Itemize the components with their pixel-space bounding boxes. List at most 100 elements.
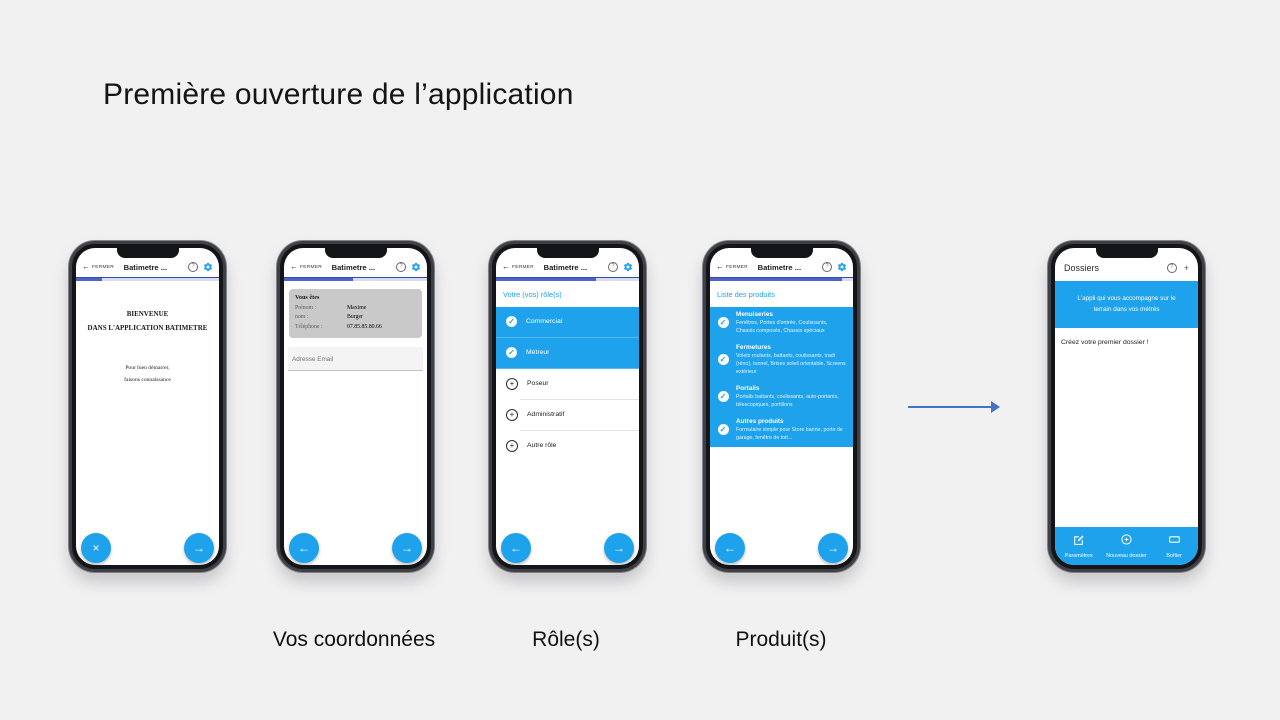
flow-arrow <box>908 401 1000 413</box>
product-item-fermetures[interactable]: ✓ Fermetures Volets roulants, battants, … <box>710 340 853 381</box>
app-title: Batimetre ... <box>757 262 802 272</box>
plus-circle-icon <box>1120 533 1133 551</box>
products-section-title: Liste des produits <box>717 289 775 299</box>
phone-dossiers: Dossiers ? + L'appli qui vous accompagne… <box>1048 241 1205 572</box>
plus-circle-icon: + <box>506 377 518 390</box>
back-arrow-icon: ← <box>290 262 298 271</box>
header-icons: ? <box>396 262 421 272</box>
help-icon[interactable]: ? <box>608 262 618 272</box>
check-circle-icon: ✓ <box>717 354 729 366</box>
progress-fill <box>284 278 353 281</box>
app-title: Batimetre ... <box>123 262 168 272</box>
role-item-administratif[interactable]: + Administratif <box>496 400 639 430</box>
phone-welcome: ← FERMER Batimetre ... ? BIENVENUE DANS … <box>69 241 226 572</box>
add-icon[interactable]: + <box>1183 262 1189 273</box>
product-item-autres[interactable]: ✓ Autres produits Formulaire simple pour… <box>710 414 853 447</box>
dossiers-header: Dossiers ? + <box>1055 248 1198 281</box>
help-icon[interactable]: ? <box>396 262 406 272</box>
role-label: Poseur <box>527 380 549 387</box>
next-button[interactable]: → <box>184 533 214 563</box>
identity-row-lastname: nom : Burger <box>295 314 416 320</box>
roles-section-title: Votre (vos) rôle(s) <box>503 289 562 299</box>
welcome-banner: L'appli qui vous accompagne sur le terra… <box>1055 281 1198 329</box>
box-icon <box>1168 533 1181 551</box>
back-button[interactable]: ← FERMER <box>716 263 748 271</box>
product-text: Fermetures Volets roulants, battants, co… <box>736 343 853 377</box>
gear-icon[interactable] <box>837 262 847 272</box>
divider <box>520 429 639 431</box>
welcome-title-line1: BIENVENUE <box>126 309 169 318</box>
identity-card-title: Vous êtes <box>295 293 320 301</box>
progress-fill <box>710 278 842 281</box>
role-item-metreur[interactable]: ✓ Métreur <box>496 337 639 369</box>
role-label: Métreur <box>526 349 550 356</box>
back-button[interactable]: ← FERMER <box>82 263 114 271</box>
header-icons: ? <box>188 262 213 272</box>
slide-title: Première ouverture de l’application <box>103 78 574 111</box>
header-icons: ? + <box>1166 262 1189 273</box>
back-arrow-icon: ← <box>82 262 90 271</box>
help-icon[interactable]: ? <box>1166 263 1177 273</box>
role-item-autre[interactable]: + Autre rôle <box>496 431 639 461</box>
tab-parametres[interactable]: Paramètres <box>1055 533 1103 559</box>
gear-icon[interactable] <box>203 262 213 272</box>
phone-notch <box>1095 248 1158 258</box>
caption-roles: Rôle(s) <box>532 628 600 651</box>
role-label: Autre rôle <box>527 442 557 449</box>
help-icon[interactable]: ? <box>822 262 832 272</box>
phone-notch <box>116 248 179 258</box>
caption-products: Produit(s) <box>735 628 827 651</box>
back-label: FERMER <box>92 264 115 270</box>
phone-dossiers-screen: Dossiers ? + L'appli qui vous accompagne… <box>1055 248 1198 565</box>
welcome-body: BIENVENUE DANS L'APPLICATION BATIMETRE P… <box>76 307 219 387</box>
bottom-tabbar: Paramètres Nouveau dossier Boîtier <box>1055 527 1198 565</box>
product-text: Portails Portails battants, coulissants,… <box>736 384 853 410</box>
previous-button[interactable]: ← <box>289 533 319 563</box>
check-circle-icon: ✓ <box>506 347 517 358</box>
next-button[interactable]: → <box>818 533 848 563</box>
back-arrow-icon: ← <box>502 262 510 271</box>
product-title: Autres produits <box>736 417 784 425</box>
tab-nouveau-dossier[interactable]: Nouveau dossier <box>1103 533 1151 559</box>
email-field[interactable] <box>288 346 423 371</box>
phone-welcome-screen: ← FERMER Batimetre ... ? BIENVENUE DANS … <box>76 248 219 565</box>
previous-button[interactable]: ← <box>501 533 531 563</box>
progress-fill <box>496 278 597 281</box>
phone-coordinates-screen: ← FERMER Batimetre ... ? Vous êtes Préno… <box>284 248 427 565</box>
role-label: Commercial <box>526 318 563 325</box>
phone-roles-screen: ← FERMER Batimetre ... ? Votre (vos) rôl… <box>496 248 639 565</box>
progress-fill <box>76 278 102 281</box>
check-circle-icon: ✓ <box>506 316 517 327</box>
plus-circle-icon: + <box>506 408 518 421</box>
product-desc: Portails battants, coulissants, auto-por… <box>736 393 839 408</box>
close-button[interactable]: × <box>81 533 111 563</box>
app-title: Batimetre ... <box>331 262 376 272</box>
product-item-portails[interactable]: ✓ Portails Portails battants, coulissant… <box>710 381 853 414</box>
field-value: 07.85.85.80.66 <box>347 323 382 330</box>
previous-button[interactable]: ← <box>715 533 745 563</box>
next-button[interactable]: → <box>392 533 422 563</box>
product-title: Menuiseries <box>736 310 773 318</box>
identity-row-firstname: Prénom : Maxime <box>295 305 416 311</box>
check-circle-icon: ✓ <box>717 391 729 403</box>
role-item-poseur[interactable]: + Poseur <box>496 369 639 399</box>
header-icons: ? <box>608 262 633 272</box>
phone-products: ← FERMER Batimetre ... ? Liste des produ… <box>703 241 860 572</box>
welcome-title-line2: DANS L'APPLICATION BATIMETRE <box>87 324 208 333</box>
role-item-commercial[interactable]: ✓ Commercial <box>496 306 639 338</box>
dossiers-title: Dossiers <box>1064 263 1100 273</box>
role-label: Administratif <box>527 411 565 418</box>
back-button[interactable]: ← FERMER <box>290 263 322 271</box>
gear-icon[interactable] <box>623 262 633 272</box>
app-header: ← FERMER Batimetre ... ? <box>284 248 427 277</box>
gear-icon[interactable] <box>411 262 421 272</box>
help-icon[interactable]: ? <box>188 262 198 272</box>
back-label: FERMER <box>512 264 535 270</box>
next-button[interactable]: → <box>604 533 634 563</box>
tab-boitier[interactable]: Boîtier <box>1150 533 1198 559</box>
product-text: Menuiseries Fenêtres, Portes d'entrée, C… <box>736 310 853 336</box>
empty-state-text: Créez votre premier dossier ! <box>1061 339 1149 347</box>
back-button[interactable]: ← FERMER <box>502 263 534 271</box>
product-item-menuiseries[interactable]: ✓ Menuiseries Fenêtres, Portes d'entrée,… <box>710 307 853 340</box>
product-text: Autres produits Formulaire simple pour S… <box>736 417 853 443</box>
